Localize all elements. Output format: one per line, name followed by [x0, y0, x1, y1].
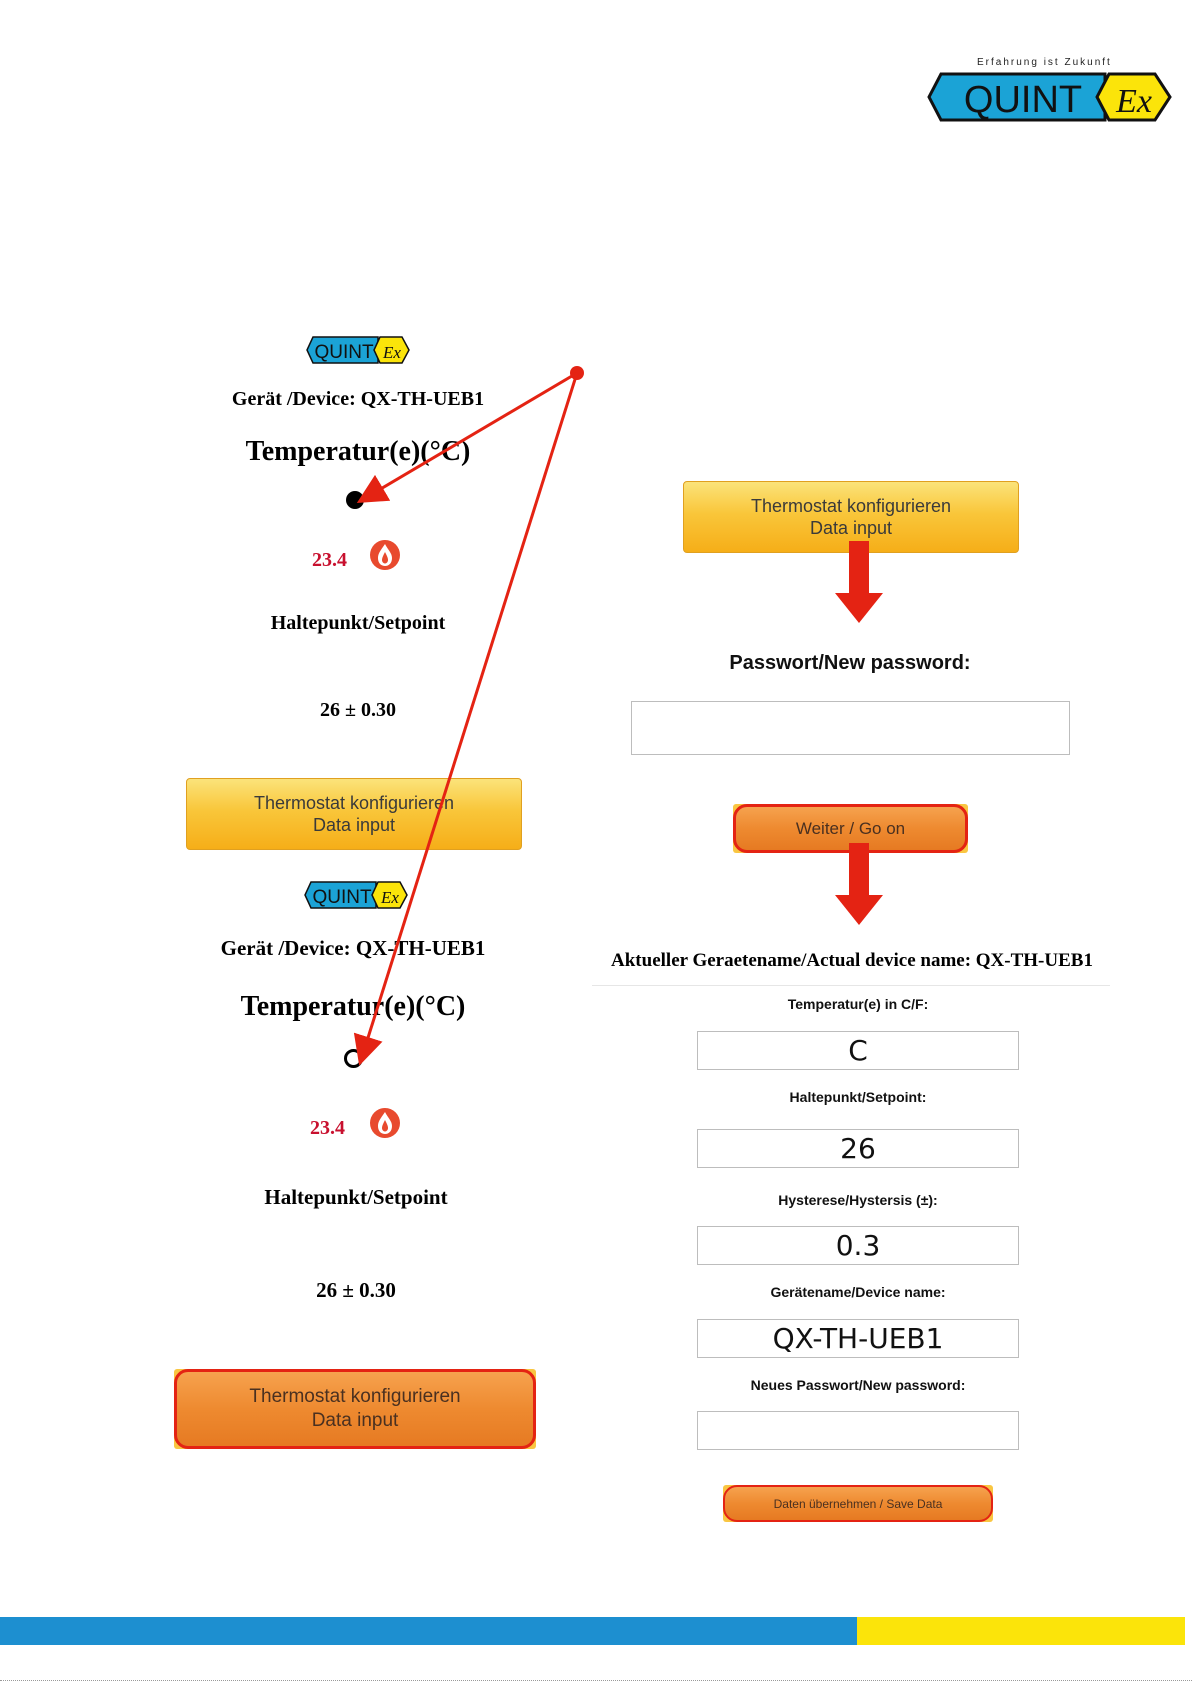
- footer-dotted-line: [0, 1680, 1192, 1681]
- button-highlight-wrap: Thermostat konfigurieren Data input: [174, 1369, 536, 1449]
- logo-graphic: QUINT Ex: [927, 72, 1172, 122]
- temperature-value: 23.4: [312, 549, 347, 571]
- password-label: Passwort/New password:: [729, 652, 971, 674]
- temperature-heading: Temperatur(e)(°C): [240, 991, 466, 1022]
- footer-bar-yellow: [857, 1617, 1185, 1645]
- divider: [592, 985, 1110, 986]
- button-line2: Data input: [312, 815, 396, 835]
- device-name-label: Gerätename/Device name:: [770, 1284, 946, 1300]
- setpoint-value: 26 ± 0.30: [320, 699, 396, 721]
- svg-text:QUINT: QUINT: [312, 887, 372, 908]
- status-dot-hollow: [344, 1049, 363, 1068]
- config-title: Aktueller Geraetename/Actual device name…: [611, 950, 1093, 971]
- logo-mark: Ex: [1115, 83, 1152, 120]
- button-line1: Thermostat konfigurieren: [750, 496, 952, 516]
- svg-text:QUINT: QUINT: [314, 342, 374, 363]
- svg-text:Ex: Ex: [380, 888, 399, 907]
- logo-text: QUINT: [964, 79, 1082, 121]
- button-line2: Data input: [809, 518, 893, 538]
- status-dot-filled: [346, 491, 364, 509]
- setpoint-heading: Haltepunkt/Setpoint: [270, 612, 446, 634]
- temperature-value: 23.4: [310, 1117, 345, 1139]
- device-line: Gerät /Device: QX-TH-UEB1: [220, 936, 486, 960]
- small-brand-logo: QUINT Ex: [306, 336, 410, 364]
- password-input[interactable]: [631, 701, 1070, 755]
- new-password-label: Neues Passwort/New password:: [750, 1377, 966, 1393]
- setpoint-value: 26 ± 0.30: [316, 1278, 396, 1302]
- hysteresis-label: Hysterese/Hystersis (±):: [778, 1192, 938, 1208]
- configure-thermostat-button[interactable]: Thermostat konfigurieren Data input: [186, 778, 522, 850]
- configure-thermostat-button[interactable]: Thermostat konfigurieren Data input: [174, 1369, 536, 1449]
- save-data-button[interactable]: Daten übernehmen / Save Data: [723, 1485, 993, 1522]
- setpoint-input[interactable]: 26: [697, 1129, 1019, 1168]
- button-line1: Thermostat konfigurieren: [249, 1386, 461, 1407]
- button-highlight-wrap: Daten übernehmen / Save Data: [723, 1485, 993, 1522]
- footer-bar-blue: [0, 1617, 857, 1645]
- arrow-down-icon: [835, 843, 883, 925]
- new-password-input[interactable]: [697, 1411, 1019, 1450]
- flame-icon: [370, 540, 400, 570]
- arrow-down-icon: [835, 541, 883, 623]
- temperature-heading: Temperatur(e)(°C): [245, 436, 471, 467]
- setpoint-heading: Haltepunkt/Setpoint: [264, 1185, 448, 1209]
- device-line: Gerät /Device: QX-TH-UEB1: [231, 388, 485, 410]
- brand-logo: Erfahrung ist Zukunft QUINT Ex: [927, 54, 1173, 124]
- button-line2: Data input: [311, 1410, 399, 1431]
- temp-unit-label: Temperatur(e) in C/F:: [787, 996, 929, 1012]
- temp-unit-input[interactable]: C: [697, 1031, 1019, 1070]
- small-brand-logo: QUINT Ex: [304, 881, 408, 909]
- hysteresis-input[interactable]: 0.3: [697, 1226, 1019, 1265]
- svg-text:Ex: Ex: [382, 343, 401, 362]
- device-name-input[interactable]: QX-TH-UEB1: [697, 1319, 1019, 1358]
- logo-tagline: Erfahrung ist Zukunft: [977, 57, 1112, 68]
- button-line1: Thermostat konfigurieren: [253, 793, 455, 813]
- annotation-origin-dot: [570, 366, 584, 380]
- flame-icon: [370, 1108, 400, 1138]
- setpoint-label: Haltepunkt/Setpoint:: [789, 1089, 927, 1105]
